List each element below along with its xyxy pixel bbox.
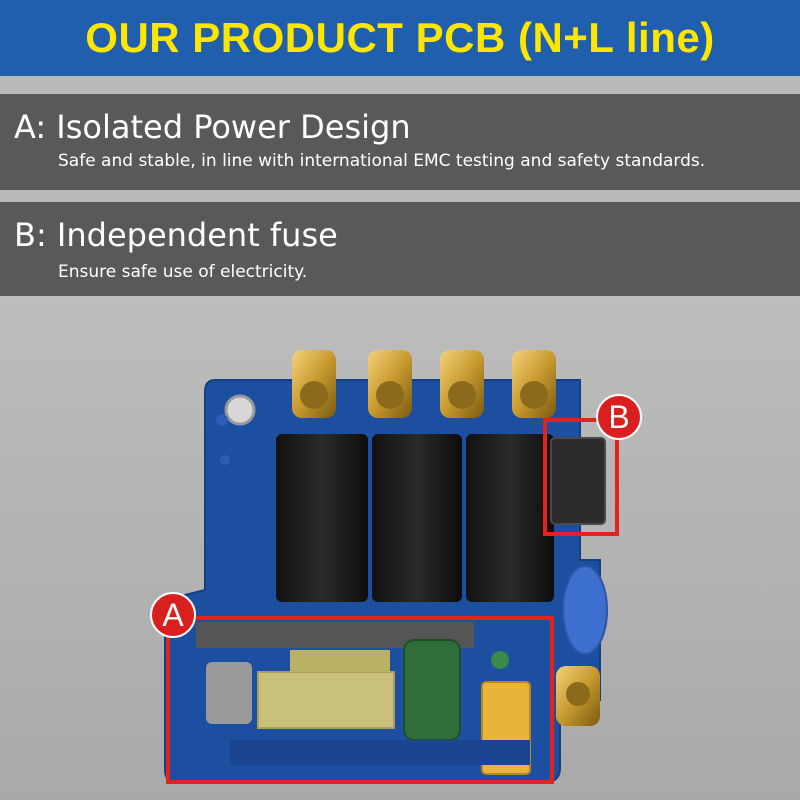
fuse-component <box>550 437 606 525</box>
title-banner: OUR PRODUCT PCB (N+L line) <box>0 0 800 76</box>
feature-b-description: Ensure safe use of electricity. <box>58 262 308 282</box>
marker-a-label: A <box>162 596 184 633</box>
feature-a-panel: A: Isolated Power Design Safe and stable… <box>0 94 800 190</box>
feature-b-title: B: Independent fuse <box>14 216 338 254</box>
feature-a-description: Safe and stable, in line with internatio… <box>58 151 706 171</box>
brass-terminals <box>292 350 600 726</box>
page-title: OUR PRODUCT PCB (N+L line) <box>85 14 715 61</box>
highlight-box-a <box>166 616 554 784</box>
pcb-photo <box>0 296 800 800</box>
power-module <box>196 622 531 775</box>
highlight-box-b <box>543 418 619 536</box>
marker-b-label: B <box>608 398 630 435</box>
relays <box>276 434 554 602</box>
feature-a-title: A: Isolated Power Design <box>14 108 411 146</box>
feature-b-panel: B: Independent fuse Ensure safe use of e… <box>0 202 800 296</box>
marker-b: B <box>596 394 642 440</box>
marker-a: A <box>150 592 196 638</box>
